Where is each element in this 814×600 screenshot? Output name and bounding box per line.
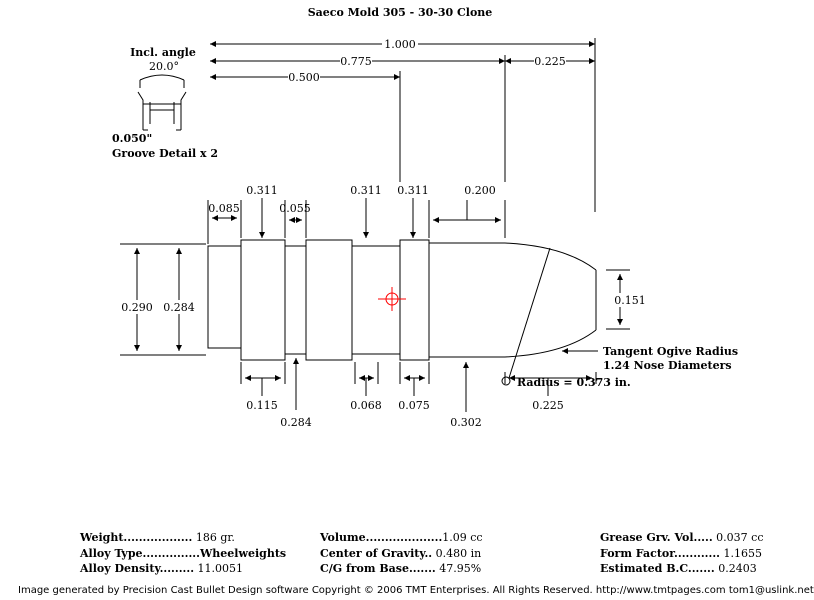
- bottom-dim-0068: 0.068: [350, 399, 382, 412]
- cg-base-value: 47.95%: [439, 562, 482, 575]
- cog-row: Center of Gravity.. 0.480 in: [320, 546, 483, 562]
- cog-value: 0.480 in: [435, 546, 482, 560]
- side-dimensions: [120, 243, 206, 356]
- groove-detail-caption: Groove Detail x 2: [112, 147, 218, 160]
- groove-angle-value: 20.0°: [149, 60, 179, 73]
- bc-label: Estimated B.C.......: [600, 562, 715, 575]
- groove-angle-label: Incl. angle: [130, 46, 196, 59]
- bottom-dim-0302: 0.302: [450, 416, 482, 429]
- base-band-label: 0.085: [208, 202, 240, 215]
- base-inner-label-bg: [163, 300, 195, 314]
- weight-row: Weight.................. 186 gr.: [80, 530, 286, 546]
- base-inner-dia-label: 0.284: [163, 301, 195, 314]
- shank-length-label: 0.200: [464, 184, 496, 197]
- alloy-type-label: Alloy Type...............: [80, 546, 200, 560]
- groove-width-label: 0.050": [112, 132, 152, 145]
- alloy-density-value: 11.0051: [197, 562, 244, 575]
- form-factor-label: Form Factor............: [600, 546, 721, 560]
- drawing-title: Saeco Mold 305 - 30-30 Clone: [308, 6, 493, 19]
- bullet-outline: [207, 239, 597, 386]
- volume-value: 1.09 cc: [442, 531, 483, 544]
- alloy-type-row: Alloy Type...............Wheelweights: [80, 546, 286, 562]
- meplat-label-bg: [612, 293, 646, 307]
- volume-label: Volume....................: [320, 531, 443, 544]
- bottom-dim-0075: 0.075: [398, 399, 430, 412]
- groove-detail: [137, 74, 187, 131]
- alloy-type-value: Wheelweights: [199, 546, 287, 560]
- groove-width-dim-label: 0.055: [279, 202, 311, 215]
- first-band-label-bg: [288, 71, 320, 84]
- ogive-line2: 1.24 Nose Diameters: [603, 359, 732, 372]
- cg-base-row: C/G from Base....... 47.95%: [320, 561, 483, 577]
- band3-dia-label: 0.311: [397, 184, 429, 197]
- base-dia-label-bg: [121, 300, 153, 314]
- first-band-length-label: 0.500: [288, 71, 320, 84]
- ogive-line1: Tangent Ogive Radius: [603, 345, 738, 358]
- weight-label: Weight..................: [80, 531, 193, 544]
- bottom-dimensions: [240, 358, 597, 412]
- form-factor-value: 1.1655: [723, 546, 763, 560]
- grease-value: 0.037 cc: [716, 531, 764, 544]
- bottom-dim-0225: 0.225: [532, 399, 564, 412]
- bc-row: Estimated B.C....... 0.2403: [600, 561, 763, 577]
- weight-value: 186 gr.: [195, 531, 235, 544]
- nose-bottom-label-bg: [532, 398, 566, 412]
- cg-marker: [378, 287, 406, 311]
- footer-credits: Image generated by Precision Cast Bullet…: [18, 585, 814, 596]
- base-dia-label: 0.290: [121, 301, 153, 314]
- bottom-dim-0284: 0.284: [280, 416, 312, 429]
- second-band-label-bg: [340, 55, 372, 68]
- overall-length-label: 1.000: [384, 38, 416, 51]
- cog-label: Center of Gravity..: [320, 546, 433, 560]
- second-band-length-label: 0.775: [340, 55, 372, 68]
- grease-label: Grease Grv. Vol.....: [600, 531, 713, 544]
- alloy-density-row: Alloy Density......... 11.0051: [80, 561, 286, 577]
- nose-length-label: 0.225: [534, 55, 566, 68]
- grease-row: Grease Grv. Vol..... 0.037 cc: [600, 530, 763, 546]
- band-dimensions: [207, 198, 506, 244]
- alloy-density-label: Alloy Density.........: [80, 562, 195, 575]
- bottom-dim-0115: 0.115: [246, 399, 278, 412]
- cg-base-label: C/G from Base.......: [320, 562, 436, 575]
- form-factor-row: Form Factor............ 1.1655: [600, 546, 763, 562]
- volume-row: Volume....................1.09 cc: [320, 530, 483, 546]
- stats-col-2: Volume....................1.09 cc Center…: [320, 530, 483, 577]
- stats-col-3: Grease Grv. Vol..... 0.037 cc Form Facto…: [600, 530, 763, 577]
- band2-dia-label: 0.311: [350, 184, 382, 197]
- band1-dia-label: 0.311: [246, 184, 278, 197]
- meplat-dia-label: 0.151: [614, 294, 646, 307]
- stats-col-1: Weight.................. 186 gr. Alloy T…: [80, 530, 286, 577]
- overall-label-bg: [382, 38, 418, 51]
- bc-value: 0.2403: [718, 562, 757, 575]
- nose-len-label-bg: [534, 55, 566, 68]
